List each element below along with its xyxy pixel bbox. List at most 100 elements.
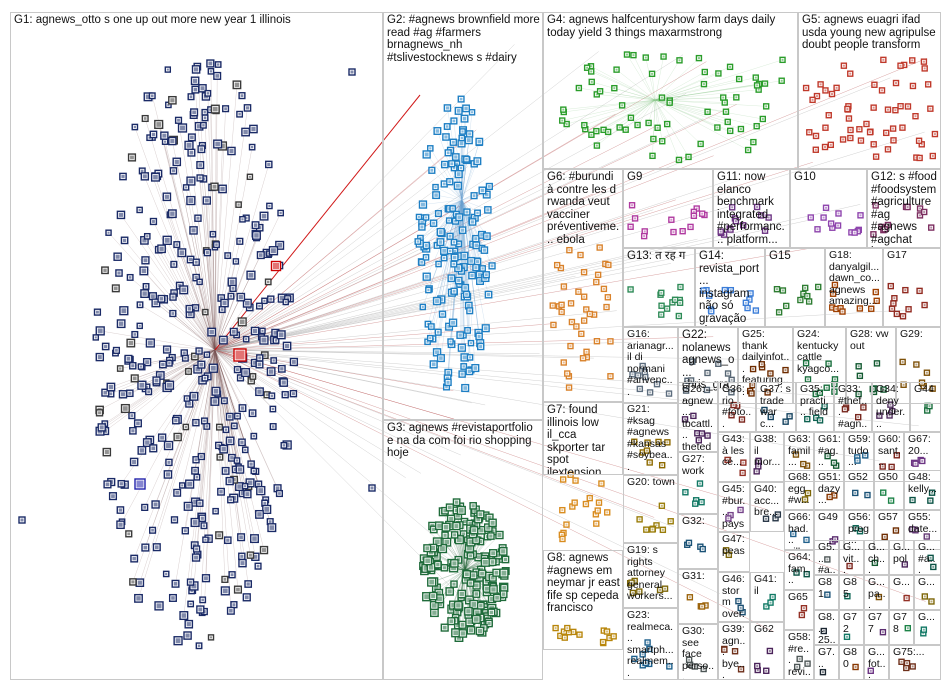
group-g18[interactable]: G18: danyalgil... dawn_co... agnews amaz…	[825, 248, 883, 327]
group-g59[interactable]: G59: tudo...	[844, 432, 874, 482]
node-g1-fill	[204, 576, 208, 581]
group-g36[interactable]: G36: rio #foto...	[718, 382, 756, 432]
group-g44[interactable]: G44	[910, 382, 941, 432]
group-g35[interactable]: G35: practi... field	[796, 382, 834, 432]
group-g81[interactable]: G81	[814, 575, 839, 610]
group-g77[interactable]: G77	[864, 610, 889, 645]
group-g8[interactable]: G8: agnews #agnews em neymar jr east fif…	[543, 550, 623, 650]
edge-g1	[214, 349, 294, 363]
group-label: G7...	[818, 646, 835, 670]
group-g3[interactable]: G3: agnews #revistaportfolio e na da com…	[383, 420, 543, 680]
group-gf[interactable]: G...	[889, 575, 914, 610]
group-g14[interactable]: G14: revista_port... instagram não só gr…	[695, 248, 765, 327]
group-g37[interactable]: G37: s trade war c...	[756, 382, 796, 432]
group-ga[interactable]: G... vit...	[839, 540, 864, 575]
edge-g1	[185, 187, 216, 351]
group-g12[interactable]: G12: s #food #foodsystem #agriculture #a…	[867, 169, 941, 248]
node-g1-fill	[241, 218, 244, 221]
group-g66[interactable]: G66: had... villa...	[784, 510, 814, 550]
group-gh[interactable]: G... fot...	[864, 645, 889, 680]
group-g67[interactable]: G67: 20...	[904, 432, 941, 482]
group-g80[interactable]: G80	[839, 645, 864, 680]
group-g68[interactable]: G68: egg #w...	[784, 470, 814, 510]
group-label: G... ch...	[868, 541, 888, 575]
edge-cross	[214, 247, 815, 351]
node-g1-fill	[274, 339, 278, 342]
group-g7[interactable]: G7: found illinois low il_cca skporter t…	[543, 402, 623, 475]
node-g1-fill	[257, 362, 262, 367]
group-g62[interactable]: G62	[750, 622, 784, 680]
group-g4[interactable]: G4: agnews halfcenturyshow farm days dai…	[543, 12, 798, 169]
group-gk[interactable]: G8... 25...	[814, 610, 839, 645]
node-g1-fill	[171, 596, 175, 600]
group-g46[interactable]: G46: storm over...	[718, 572, 750, 622]
group-g47[interactable]: G47: peas	[718, 532, 750, 572]
group-g31[interactable]: G31:	[678, 569, 718, 624]
group-label: G44	[914, 383, 934, 395]
group-g2[interactable]: G2: #agnews brownfield more read #ag #fa…	[383, 12, 543, 420]
group-g60[interactable]: G60: sant...	[874, 432, 904, 482]
group-g34[interactable]: G34: deny under...	[872, 382, 910, 432]
group-gi[interactable]: G...	[914, 575, 941, 610]
group-g13[interactable]: G13: त रह ग	[623, 248, 695, 327]
node-g1-fill	[97, 328, 103, 334]
group-g38[interactable]: G38: il mor...	[750, 432, 784, 482]
edge-g2	[461, 163, 475, 201]
group-g5x[interactable]: G5... #a...	[814, 540, 839, 575]
node-g1-fill	[156, 603, 162, 609]
group-label: G30: see face perso...	[682, 625, 715, 680]
group-g10[interactable]: G10	[790, 169, 867, 248]
group-g17[interactable]: G17	[883, 248, 941, 327]
group-g78[interactable]: G78	[889, 610, 914, 645]
group-g11[interactable]: G11: now elanco benchmark integrated #pe…	[713, 169, 790, 248]
group-g75[interactable]: G75:...	[889, 645, 941, 680]
group-g1[interactable]: G1: agnews_otto s one up out more new ye…	[10, 12, 383, 680]
node-g1-fill	[237, 203, 240, 206]
group-g45[interactable]: G45: #bur... pays...	[718, 482, 750, 532]
group-g64[interactable]: G64: fam... ran...	[784, 550, 814, 590]
node-g1-fill	[170, 211, 175, 216]
group-g58[interactable]: G58: #re... revi...	[784, 630, 814, 680]
group-g15[interactable]: G15	[765, 248, 825, 327]
node-g1-fill	[263, 299, 266, 302]
node-g1-fill	[217, 63, 220, 66]
group-g26[interactable]: G26: agnew... tbcattl... theted	[678, 382, 718, 452]
group-g19[interactable]: G19: s rights attorney general workers..…	[623, 543, 678, 608]
group-g74[interactable]: G7...	[814, 645, 839, 680]
node-g1-fill	[128, 391, 132, 395]
node-g1-fill	[277, 243, 282, 248]
group-g5[interactable]: G5: agnews euagri ifad usda young new ag…	[798, 12, 941, 169]
group-g39[interactable]: G39: agn... bye...	[718, 622, 750, 680]
group-g9[interactable]: G9	[623, 169, 713, 248]
group-g23[interactable]: G23: realmeca... smartph... realmem...	[623, 608, 678, 680]
node-g1-fill	[174, 418, 178, 423]
edge-g4	[591, 81, 656, 101]
node-g1-fill	[128, 276, 132, 279]
group-gb[interactable]: G... ch...	[864, 540, 889, 575]
group-g33[interactable]: G33: #thef... #agn...	[834, 382, 872, 432]
group-g32[interactable]: G32:	[678, 514, 718, 569]
node-g1-fill	[267, 162, 271, 166]
group-ge[interactable]: G... #a...	[914, 540, 941, 575]
group-g85[interactable]: G85	[839, 575, 864, 610]
node-g1-fill	[139, 448, 145, 453]
group-g27[interactable]: G27: work	[678, 452, 718, 514]
group-g40[interactable]: G40: acc... bre...	[750, 482, 784, 532]
group-g61[interactable]: G61: #ag...	[814, 432, 844, 482]
group-g72[interactable]: G72	[839, 610, 864, 645]
group-gd[interactable]: G... pa...	[864, 575, 889, 610]
edge-g4	[563, 99, 656, 113]
group-g20[interactable]: G20: town	[623, 475, 678, 543]
group-g43[interactable]: G43: à les cé...	[718, 432, 750, 482]
group-g16[interactable]: G16: arianagr... il di normani #arivenc.…	[623, 327, 678, 404]
group-g65[interactable]: G65	[784, 590, 814, 630]
node-g1-fill	[244, 595, 249, 600]
group-gj[interactable]: G...	[914, 610, 941, 645]
group-gc[interactable]: G... pol	[889, 540, 914, 575]
group-g41[interactable]: G41: il	[750, 572, 784, 622]
edge-g1	[214, 330, 256, 351]
group-g6[interactable]: G6: #burundi à contre les d rwanda veut …	[543, 169, 623, 402]
edge-g1	[208, 349, 216, 539]
group-g30[interactable]: G30: see face perso...	[678, 624, 718, 680]
group-g21[interactable]: G21: #ksag #agnews #kansas #soybea...	[623, 402, 678, 475]
